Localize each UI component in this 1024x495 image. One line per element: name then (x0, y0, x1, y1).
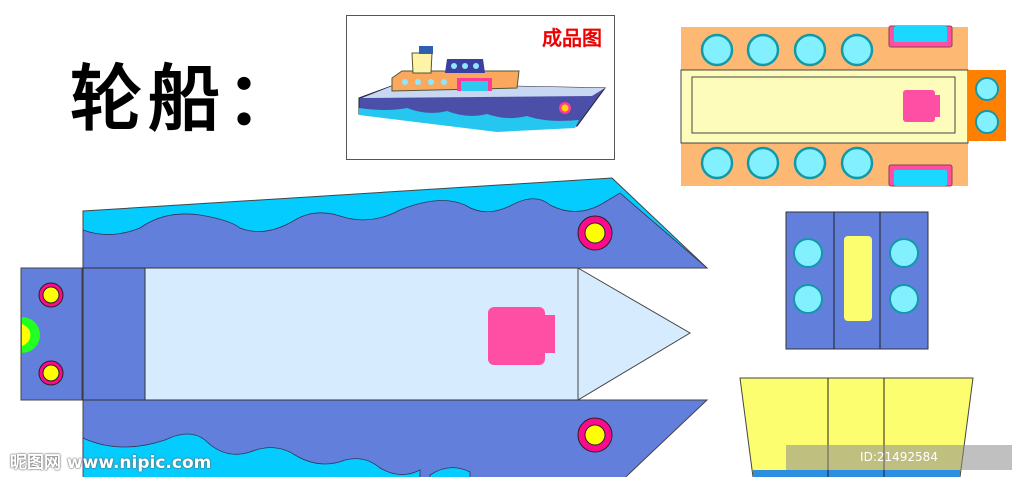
stern-flap (20, 267, 83, 401)
papercraft-template (20, 25, 1006, 477)
finished-preview: 成品图 (346, 15, 615, 160)
watermark-id: ID:21492584 NO:20190406144542437082 (786, 445, 1012, 489)
hull-side-top (82, 177, 709, 269)
watermark-site: 昵图网 www.nipic.com (10, 453, 212, 473)
cabin-piece (680, 25, 1006, 187)
page-title: 轮船： (70, 56, 305, 141)
bridge-piece (785, 211, 929, 350)
ship-illustration (358, 46, 606, 132)
deck (82, 267, 691, 401)
preview-label: 成品图 (542, 26, 602, 50)
